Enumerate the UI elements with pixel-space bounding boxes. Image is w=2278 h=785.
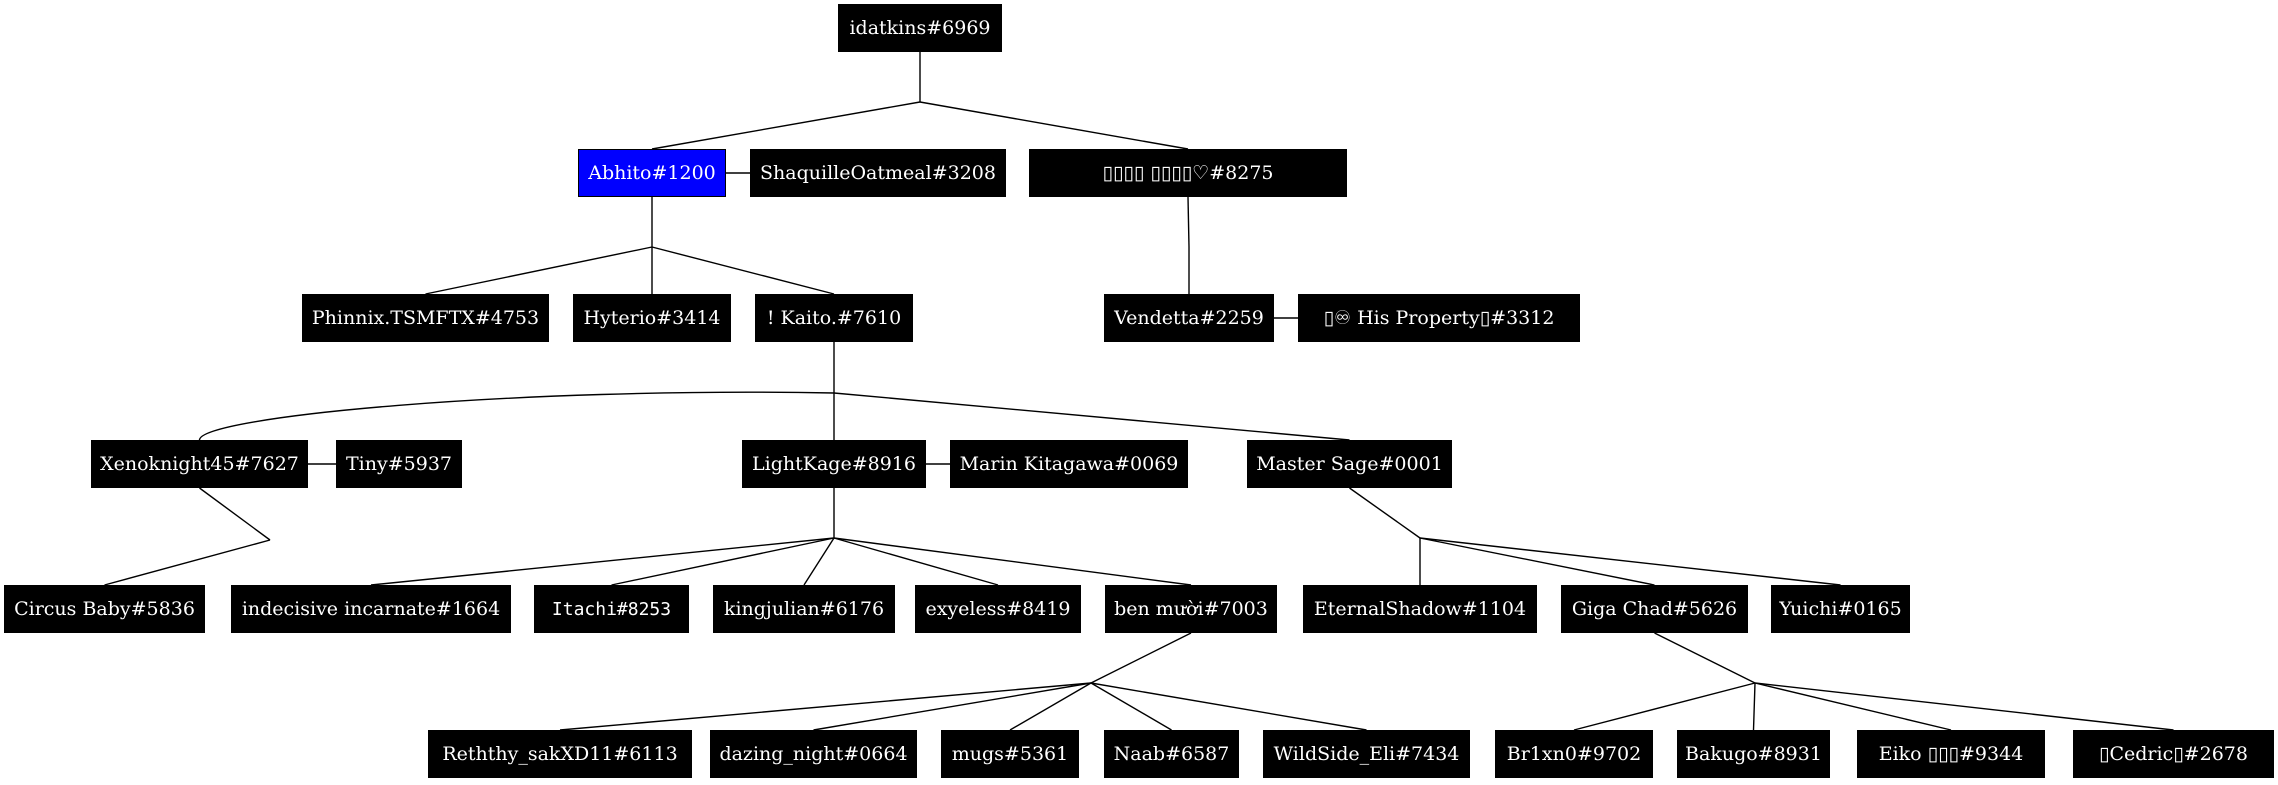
child-edge-7-1: [813, 682, 1092, 731]
tree-node-n19[interactable]: exyeless#8419: [915, 585, 1081, 633]
tree-node-n17[interactable]: Itachi#8253: [534, 585, 689, 633]
tree-node-n5[interactable]: Phinnix.TSMFTX#4753: [302, 294, 549, 342]
child-edge-7-4: [1090, 682, 1367, 731]
parent-edge-2: [1187, 196, 1190, 248]
tree-node-n10[interactable]: Xenoknight45#7627: [91, 440, 308, 488]
child-edge-5-0: [370, 537, 835, 586]
child-edge-5-4: [833, 537, 1192, 586]
tree-node-n7[interactable]: ! Kaito.#7610: [755, 294, 913, 342]
child-edge-8-0: [1573, 682, 1756, 731]
tree-node-n4[interactable]: ▯▯▯▯ ▯▯▯▯♡#8275: [1029, 149, 1347, 197]
child-edge-5-2: [803, 537, 835, 586]
child-edge-6-1: [1419, 537, 1655, 586]
tree-node-n23[interactable]: Yuichi#0165: [1771, 585, 1910, 633]
child-edge-0-0: [651, 101, 921, 150]
tree-node-n25[interactable]: dazing_night#0664: [710, 730, 917, 778]
parent-edge-7: [1090, 632, 1192, 684]
child-edge-4-0: [104, 539, 271, 586]
tree-node-n1[interactable]: idatkins#6969: [838, 4, 1002, 52]
tree-node-n9[interactable]: ▯♾ His Property▯#3312: [1298, 294, 1580, 342]
child-edge-5-1: [611, 537, 835, 586]
tree-node-n29[interactable]: Br1xn0#9702: [1495, 730, 1653, 778]
child-edge-8-3: [1754, 682, 2174, 731]
tree-node-n12[interactable]: LightKage#8916: [742, 440, 926, 488]
child-edge-7-3: [1090, 682, 1172, 731]
tree-node-n11[interactable]: Tiny#5937: [336, 440, 462, 488]
tree-node-n18[interactable]: kingjulian#6176: [713, 585, 895, 633]
tree-node-n21[interactable]: EternalShadow#1104: [1303, 585, 1537, 633]
tree-node-n32[interactable]: ▯Cedric▯#2678: [2073, 730, 2274, 778]
child-edge-8-2: [1754, 682, 1952, 731]
tree-node-n15[interactable]: Circus Baby#5836: [4, 585, 205, 633]
child-edge-1-0: [425, 246, 653, 295]
tree-node-n3[interactable]: ShaquilleOatmeal#3208: [750, 149, 1006, 197]
tree-node-n31[interactable]: Eiko ▯▯▯#9344: [1857, 730, 2045, 778]
parent-edge-6: [1349, 487, 1421, 539]
tree-node-n8[interactable]: Vendetta#2259: [1104, 294, 1274, 342]
tree-node-n24[interactable]: Reththy_sakXD11#6113: [428, 730, 692, 778]
tree-node-n2[interactable]: Abhito#1200: [578, 149, 726, 197]
tree-node-n22[interactable]: Giga Chad#5626: [1561, 585, 1748, 633]
parent-edge-4: [199, 487, 271, 541]
tree-node-n20[interactable]: ben mười#7003: [1105, 585, 1277, 633]
child-edge-1-2: [651, 246, 835, 295]
tree-node-n26[interactable]: mugs#5361: [941, 730, 1079, 778]
tree-node-n30[interactable]: Bakugo#8931: [1677, 730, 1830, 778]
tree-node-n6[interactable]: Hyterio#3414: [573, 294, 731, 342]
tree-node-n14[interactable]: Master Sage#0001: [1247, 440, 1452, 488]
tree-node-n27[interactable]: Naab#6587: [1104, 730, 1239, 778]
child-edge-7-0: [559, 682, 1092, 731]
child-edge-6-2: [1419, 537, 1841, 586]
child-edge-3-0: [198, 391, 835, 441]
tree-node-n28[interactable]: WildSide_Eli#7434: [1263, 730, 1470, 778]
child-edge-7-2: [1009, 682, 1092, 731]
child-edge-3-2: [833, 392, 1350, 441]
parent-edge-8: [1654, 632, 1756, 684]
tree-node-n13[interactable]: Marin Kitagawa#0069: [950, 440, 1188, 488]
tree-node-n16[interactable]: indecisive incarnate#1664: [231, 585, 511, 633]
child-edge-0-1: [919, 101, 1189, 150]
child-edge-8-1: [1752, 682, 1756, 731]
child-edge-5-3: [833, 537, 999, 586]
